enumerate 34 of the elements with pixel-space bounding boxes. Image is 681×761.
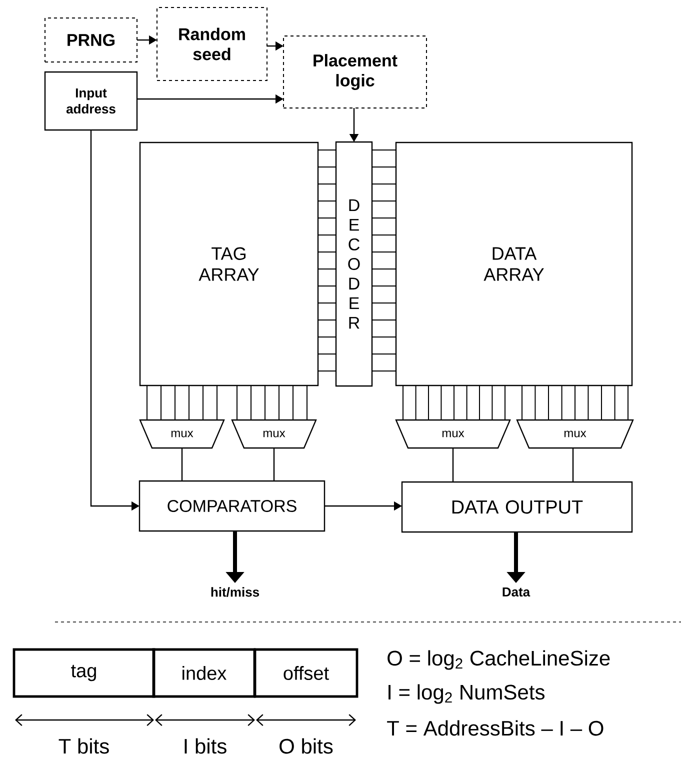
wordline-bus — [372, 150, 396, 372]
field-cell: tag — [12, 648, 156, 698]
formula-text: O = log$_{2}$ CacheLineSize — [388, 650, 610, 670]
bitline-bus — [402, 385, 506, 420]
block-box: Input address — [44, 71, 138, 131]
bitline-bus — [522, 385, 628, 420]
process-box: Placement logic — [283, 36, 427, 108]
block-box: DATA ARRAY — [395, 142, 633, 386]
decoder-box: DECODER — [335, 141, 373, 387]
formula-text: T = AddressBits – I – O — [387, 720, 604, 736]
process-box: PRNG — [44, 18, 138, 62]
mux-trapezoid: mux — [139, 419, 225, 449]
bitline-bus — [146, 385, 218, 420]
wordline-bus — [318, 150, 336, 372]
process-box: Random seed — [156, 7, 268, 81]
field-cell: offset — [254, 648, 358, 698]
bit-width-label: O bits — [280, 738, 333, 754]
mux-trapezoid: mux — [395, 419, 511, 449]
mux-trapezoid: mux — [516, 419, 634, 449]
connector-line — [273, 448, 275, 481]
connector-line — [181, 448, 183, 481]
formula-text: I = log$_{2}$ NumSets — [388, 684, 544, 704]
bit-width-label: T bits — [58, 738, 109, 754]
bitline-bus — [236, 385, 308, 420]
mux-trapezoid: mux — [231, 419, 317, 449]
block-box: TAG ARRAY — [139, 142, 319, 386]
connector-line — [572, 448, 574, 482]
block-box: COMPARATORS — [138, 480, 326, 532]
bit-width-label: I bits — [184, 738, 226, 754]
output-label: Data — [502, 587, 530, 597]
output-label: hit/miss — [211, 587, 260, 597]
connector-line — [452, 448, 454, 482]
block-box: DATA OUTPUT — [401, 481, 633, 533]
field-cell: index — [152, 648, 256, 698]
